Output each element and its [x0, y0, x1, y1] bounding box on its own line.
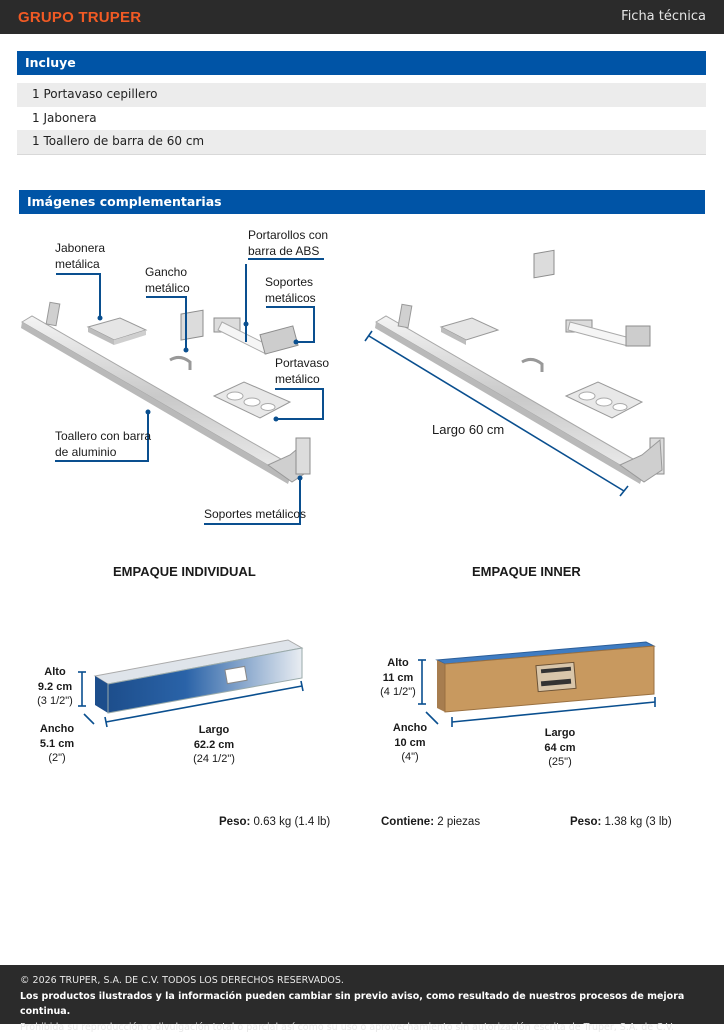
callout-supports: Soportes metálicos: [265, 274, 316, 306]
soap-dish-illustration-right: [441, 318, 498, 345]
roll-holder-illustration-left: [214, 318, 298, 354]
individual-package-title: EMPAQUE INDIVIDUAL: [113, 564, 256, 579]
individual-box-illustration: [95, 640, 302, 713]
hook-illustration-right: [522, 250, 554, 372]
inner-box-illustration: [437, 642, 654, 712]
inner-length-dimension: Largo 64 cm (25"): [530, 726, 590, 770]
roll-holder-illustration-right: [566, 320, 650, 346]
callout-supports-bottom: Soportes metálicos: [204, 506, 306, 522]
callout-cup-holder: Portavaso metálico: [275, 355, 329, 387]
individual-length-dimension: Largo 62.2 cm (24 1/2"): [184, 723, 244, 767]
callout-hook: Gancho metálico: [145, 264, 190, 296]
individual-weight: Peso: 0.63 kg (1.4 lb): [219, 816, 330, 828]
callout-soap-dish: Jabonera metálica: [55, 240, 105, 272]
callout-length: Largo 60 cm: [432, 422, 504, 438]
footer: © 2026 TRUPER, S.A. DE C.V. TODOS LOS DE…: [0, 965, 724, 1024]
cup-holder-illustration-left: [214, 382, 290, 418]
individual-width-dimension: Ancho 5.1 cm (2"): [32, 722, 82, 766]
callout-roll-holder: Portarollos con barra de ABS: [248, 227, 328, 259]
inner-height-dimension: Alto 11 cm (4 1/2"): [373, 656, 423, 700]
footer-prohibition: Prohibida su reproducción o divulgación …: [20, 1020, 724, 1035]
length-dimension-line: [365, 331, 628, 496]
inner-weight: Peso: 1.38 kg (3 lb): [570, 816, 672, 828]
inner-package-title: EMPAQUE INNER: [472, 564, 581, 579]
inner-contents: Contiene: 2 piezas: [381, 816, 480, 828]
individual-height-dimension: Alto 9.2 cm (3 1/2"): [30, 665, 80, 709]
footer-copyright: © 2026 TRUPER, S.A. DE C.V. TODOS LOS DE…: [20, 973, 724, 989]
inner-width-dimension: Ancho 10 cm (4"): [385, 721, 435, 765]
cup-holder-illustration-right: [566, 382, 642, 418]
callout-towel-bar: Toallero con barra de aluminio: [55, 428, 151, 460]
soap-dish-illustration-left: [88, 318, 146, 345]
footer-notice: Los productos ilustrados y la informació…: [20, 989, 724, 1020]
